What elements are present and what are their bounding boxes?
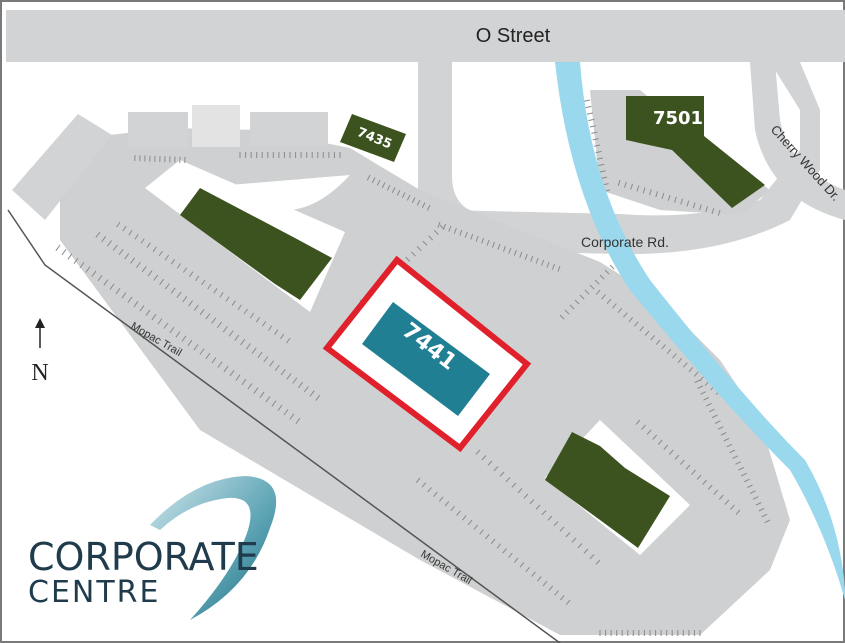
corporate-rd-label: Corporate Rd. [581,234,669,250]
north-lot-2 [250,112,328,146]
building-northwest [180,188,332,300]
building-southeast [545,432,670,548]
building-7435 [340,114,406,162]
building-7441 [362,302,490,416]
o-street-label: O Street [476,25,551,47]
logo-line-1: CORPORATE [28,535,259,579]
west-lot [12,114,112,220]
corporate-centre-logo: CORPORATE CENTRE [28,476,277,620]
north-lot-1 [128,112,188,148]
creek [555,62,845,600]
island-semicircle [230,175,350,211]
building-7501 [626,96,765,208]
logo-line-2: CENTRE [28,575,160,610]
label-7501: 7501 [653,108,703,129]
north-arrow-icon [35,318,45,348]
cherry-wood-drive [750,62,845,220]
mopac-trail-line [7,209,561,643]
parking-stall-marks [55,99,771,636]
north-lot-3 [192,105,240,147]
o-street-road [6,10,845,62]
north-label: N [31,360,48,386]
logo-swoosh-icon [150,476,277,620]
